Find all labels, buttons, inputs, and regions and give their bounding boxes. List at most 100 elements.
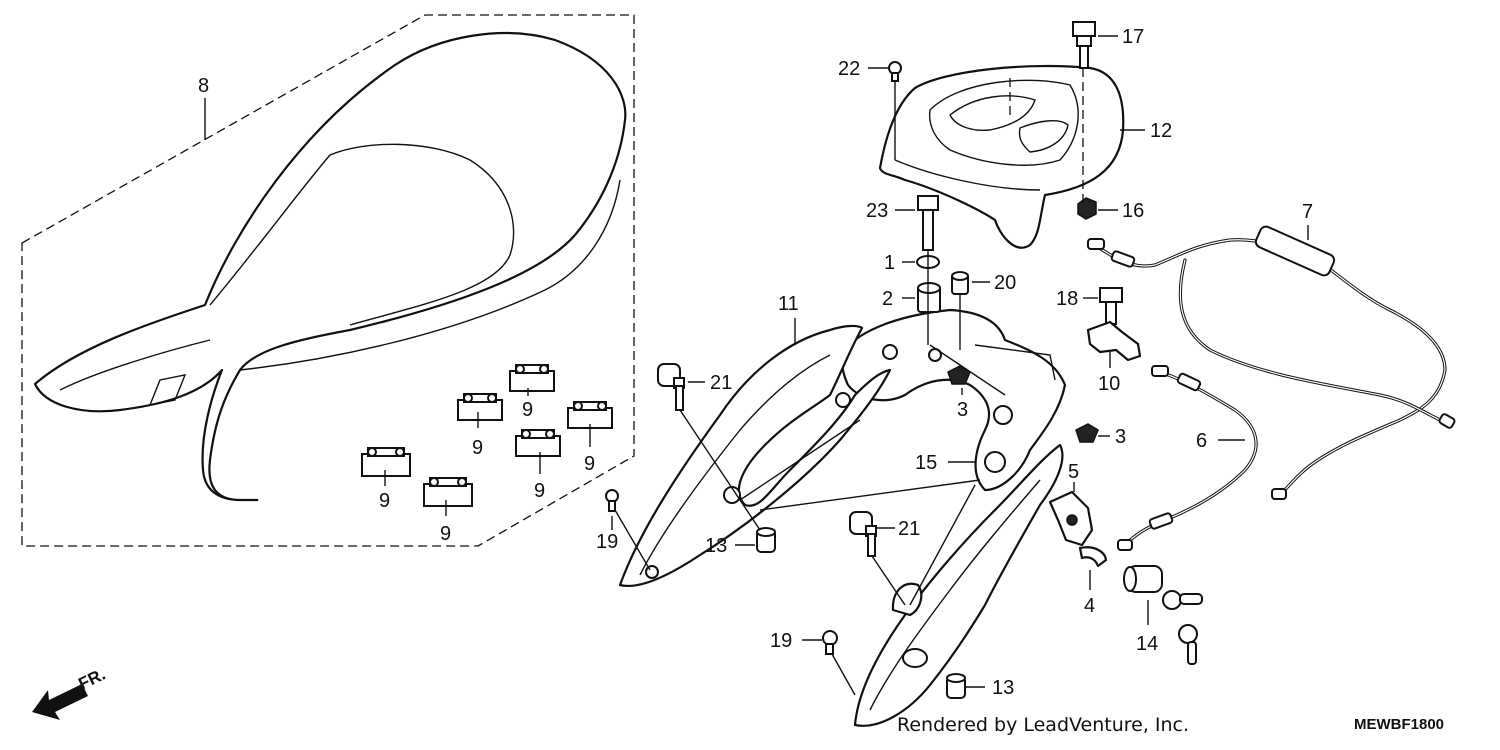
left-grab-rail[interactable] xyxy=(618,324,892,588)
callout-23: 23 xyxy=(866,200,888,222)
callout-19: 19 xyxy=(596,531,618,553)
seat-underside xyxy=(59,339,211,406)
callout-2: 2 xyxy=(882,288,893,310)
callout-16: 16 xyxy=(1122,200,1144,222)
cable-ferrule xyxy=(1148,512,1174,530)
callout-17: 17 xyxy=(1122,26,1144,48)
rubber-block[interactable] xyxy=(567,401,613,429)
rubber-block[interactable] xyxy=(361,447,411,477)
cap-13[interactable] xyxy=(756,527,776,553)
callout-3: 3 xyxy=(1115,426,1126,448)
cable[interactable] xyxy=(1123,370,1258,547)
callout-12: 12 xyxy=(1150,120,1172,142)
bolt-21[interactable] xyxy=(657,363,685,411)
cable-end xyxy=(1271,488,1287,500)
callout-22: 22 xyxy=(838,58,860,80)
callout-21: 21 xyxy=(898,518,920,540)
seat-lock-cable-6 xyxy=(1117,365,1258,551)
bracket-hole xyxy=(882,344,898,360)
nut-20[interactable] xyxy=(951,271,969,295)
cable[interactable] xyxy=(1093,238,1447,497)
callout-5: 5 xyxy=(1068,461,1079,483)
callout-3: 3 xyxy=(957,399,968,421)
callout-8: 8 xyxy=(198,75,209,97)
rubber-blocks xyxy=(361,364,613,507)
callout-9: 9 xyxy=(584,453,595,475)
key-cylinder-14[interactable] xyxy=(1123,565,1203,665)
seat-latch-10[interactable] xyxy=(1086,320,1142,362)
cable-sleeve xyxy=(1254,225,1336,277)
bolt-23[interactable] xyxy=(917,195,939,251)
diagram-code: MEWBF1800 xyxy=(1354,716,1444,733)
callout-9: 9 xyxy=(440,523,451,545)
rail-bolt-hole xyxy=(645,565,659,579)
callout-11: 11 xyxy=(778,293,799,315)
cable-end xyxy=(1117,539,1133,551)
callout-6: 6 xyxy=(1196,430,1207,452)
seat-group-box xyxy=(21,14,635,547)
bolt-21[interactable] xyxy=(849,511,877,557)
callout-labels: 8 17 22 12 16 23 1 2 20 7 18 10 6 11 21 … xyxy=(198,26,1313,699)
cap-13[interactable] xyxy=(946,673,966,699)
seat-lock-cable-7 xyxy=(1087,225,1456,500)
cable-end xyxy=(1151,365,1169,377)
frame-bracket[interactable] xyxy=(841,308,1067,492)
callout-13: 13 xyxy=(705,535,727,557)
collar-2[interactable] xyxy=(917,282,941,313)
guide-lines xyxy=(614,68,1084,696)
rail-bolt-hole xyxy=(723,486,741,504)
rear-cowl[interactable] xyxy=(878,64,1125,249)
cable-end xyxy=(1438,413,1456,429)
rail-mount-tab xyxy=(891,582,923,617)
rail-bolt-hole xyxy=(902,648,928,668)
rear-cowl-panel xyxy=(928,79,1079,166)
screw-19[interactable] xyxy=(822,630,838,655)
rear-cowl-group xyxy=(878,64,1125,249)
seat-rider-contour xyxy=(209,143,515,326)
callout-9: 9 xyxy=(472,437,483,459)
right-grab-rail-group xyxy=(853,443,1064,727)
screw-22[interactable] xyxy=(888,61,902,82)
hardware xyxy=(605,21,1203,699)
rubber-block[interactable] xyxy=(423,477,473,507)
right-grab-rail-inner xyxy=(869,479,1041,711)
callout-9: 9 xyxy=(534,480,545,502)
rail-bolt-hole xyxy=(835,392,851,408)
rear-cowl-window xyxy=(949,95,1069,153)
nut-16[interactable] xyxy=(1077,197,1097,220)
front-indicator: FR. xyxy=(32,665,108,720)
callout-18: 18 xyxy=(1056,288,1078,310)
callout-9: 9 xyxy=(379,490,390,512)
seat[interactable] xyxy=(33,32,627,502)
rubber-block[interactable] xyxy=(515,429,561,457)
callout-10: 10 xyxy=(1098,373,1120,395)
clip-3[interactable] xyxy=(1075,423,1099,443)
seat-group xyxy=(21,14,635,547)
clip-3[interactable] xyxy=(947,365,971,385)
cable-end xyxy=(1087,238,1105,250)
callout-7: 7 xyxy=(1302,201,1313,223)
frame-bracket-group xyxy=(841,308,1067,492)
credit-text: Rendered by LeadVenture, Inc. xyxy=(897,714,1189,736)
seat-side-seam xyxy=(239,179,621,371)
callout-4: 4 xyxy=(1084,595,1095,617)
callout-14: 14 xyxy=(1136,633,1158,655)
clip-4[interactable] xyxy=(1078,546,1108,568)
callout-9: 9 xyxy=(522,399,533,421)
rubber-block[interactable] xyxy=(457,393,503,421)
rubber-block[interactable] xyxy=(509,364,555,392)
callout-21: 21 xyxy=(710,372,732,394)
callout-20: 20 xyxy=(994,272,1016,294)
rear-cowl-edge xyxy=(894,159,1041,191)
callout-19: 19 xyxy=(770,630,792,652)
front-arrow-icon xyxy=(32,684,88,720)
callout-15: 15 xyxy=(915,452,937,474)
callout-1: 1 xyxy=(884,252,895,274)
bolt-17[interactable] xyxy=(1072,21,1096,69)
bracket-hole xyxy=(984,451,1006,473)
cable-end xyxy=(1110,250,1136,268)
callout-13: 13 xyxy=(992,677,1014,699)
bolt-18[interactable] xyxy=(1099,287,1123,325)
screw-19[interactable] xyxy=(605,489,619,512)
